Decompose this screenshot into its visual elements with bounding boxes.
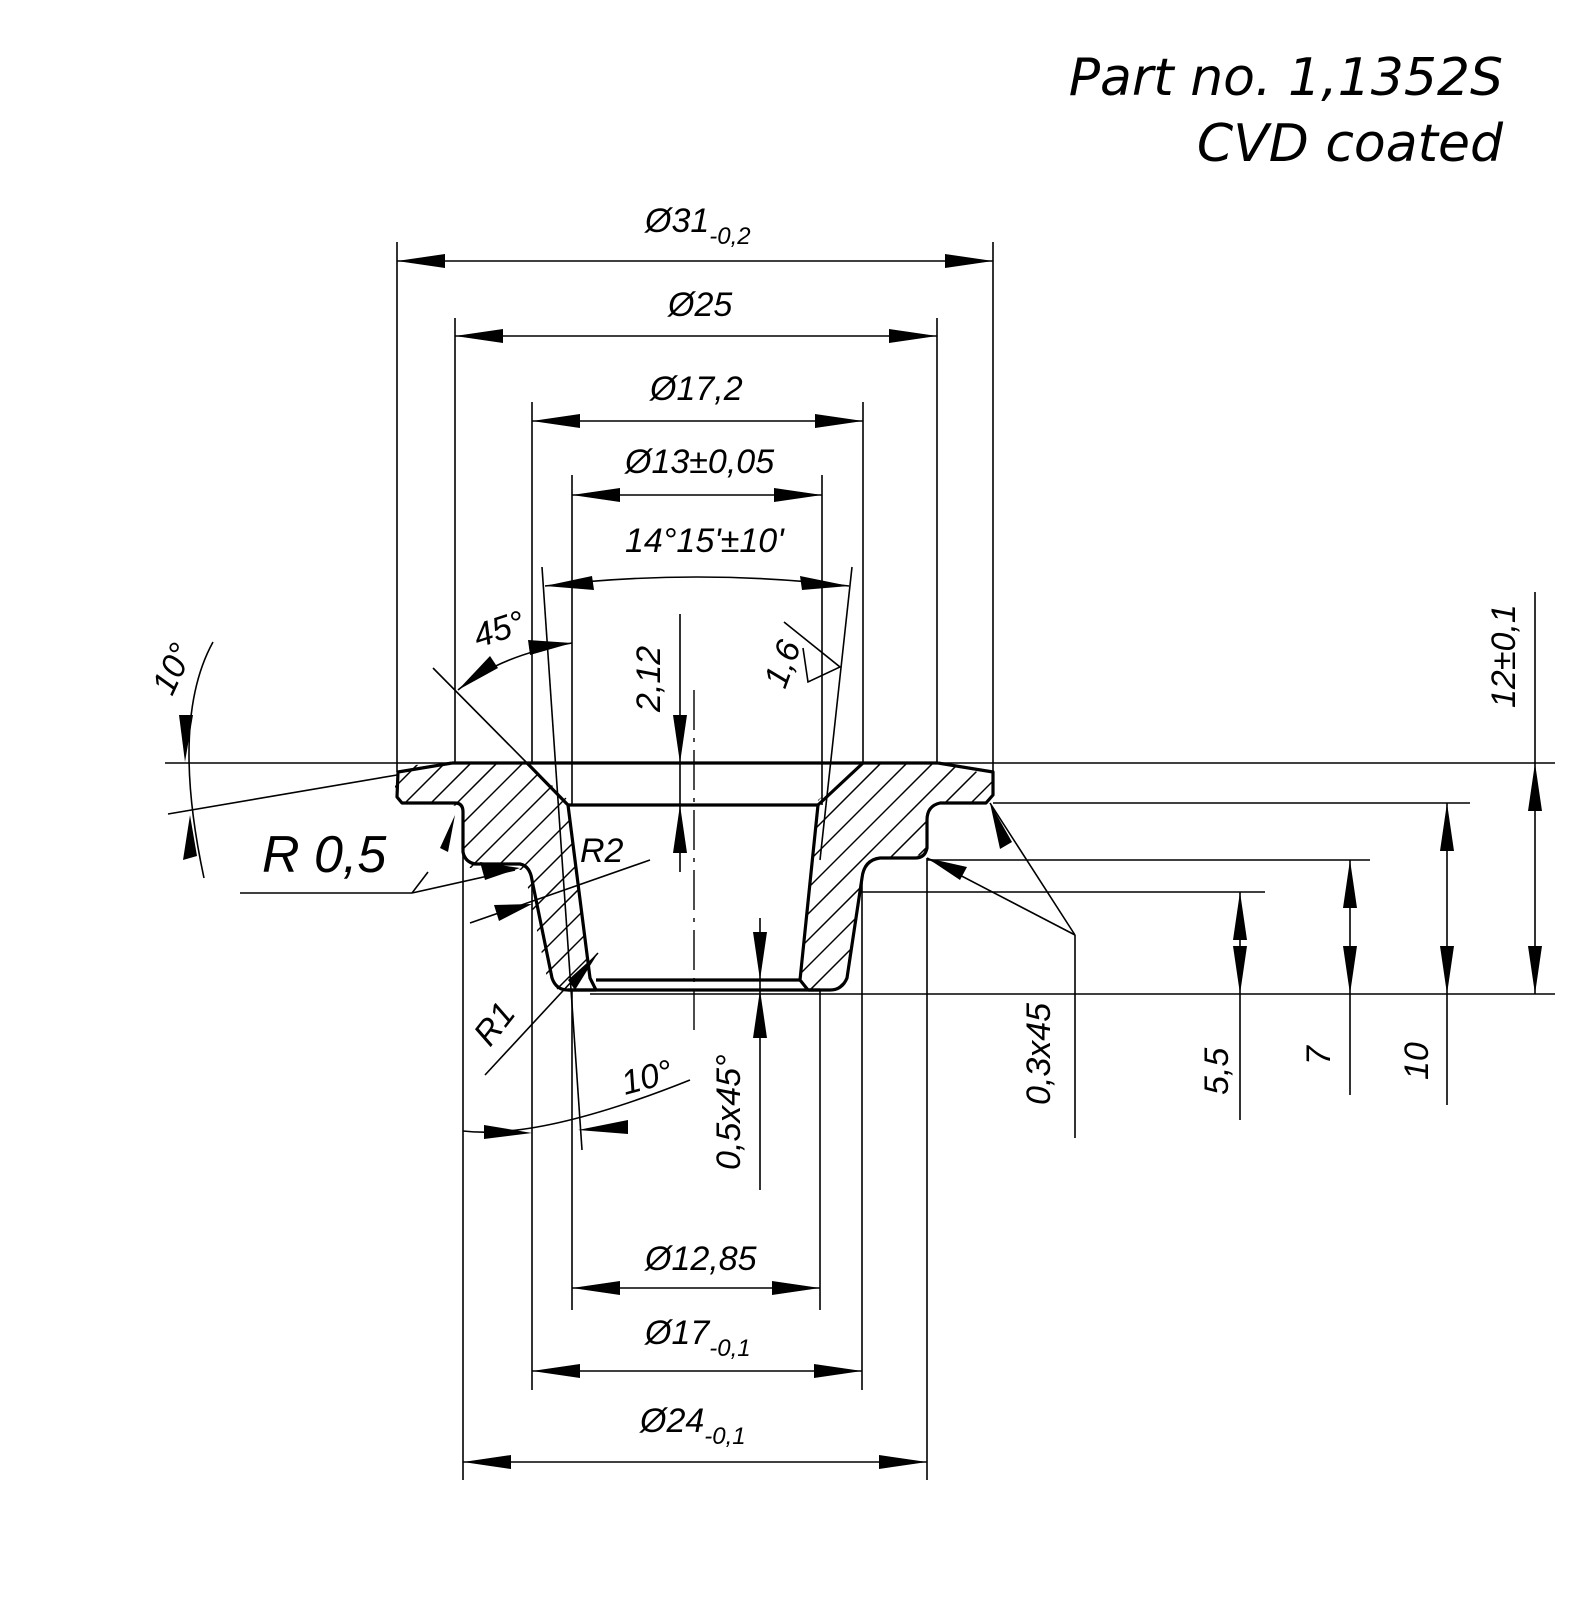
dim-h12: 12±0,1 [1485,604,1523,708]
hatch-line [1008,750,1258,1000]
hatch-line [800,762,869,990]
dim-lines-bottom [463,1281,927,1469]
dim-h10: 10 [1398,1042,1436,1080]
hatch-line [903,762,993,990]
hatch-line [395,762,459,990]
radius-2: R2 [580,832,624,870]
part-number: Part no. 1,1352S [1068,48,1503,108]
dim-d24: Ø24-0,1 [639,1402,746,1450]
hatch-line [800,762,817,990]
radius-1: R1 [466,995,523,1053]
section-hatching-right [800,750,1284,1000]
dim-d13: Ø13±0,05 [624,443,774,481]
chamfer-0-3: 0,3x45 [1020,1003,1058,1105]
hatch-line [395,762,485,990]
dim-d31: Ø31-0,2 [644,202,751,250]
hatch-line [800,762,921,990]
hatch-line [929,762,993,990]
coating-note: CVD coated [1196,114,1503,174]
hatch-line [800,762,843,990]
hatch-line [877,762,993,990]
dim-d25: Ø25 [667,286,732,324]
hatch-line [800,762,947,990]
angle-45: 45° [469,604,530,656]
dim-h7: 7 [1300,1045,1338,1065]
hatch-line [800,762,895,990]
hatch-line [441,762,590,990]
hatch-line [415,762,590,990]
dim-d12-85: Ø12,85 [644,1240,757,1278]
hatch-line [519,762,590,990]
hatch-line [1034,750,1284,1000]
dim-h5-5: 5,5 [1198,1048,1236,1095]
angle-10-bottom: 10° [617,1053,677,1103]
roughness-1-6: 1,6 [757,635,809,692]
dim-lines-height [673,592,1542,1190]
dim-angle-14: 14°15'±10' [625,522,785,560]
extension-lines [396,242,994,1480]
angle-10-top: 10° [145,638,201,701]
hatch-line [395,762,590,990]
chamfer-0-5: 0,5x45° [710,1054,748,1170]
hatch-line [981,762,993,990]
dim-d17-2: Ø17,2 [649,370,743,408]
radius-0-5: R 0,5 [262,826,387,884]
hatch-line [800,762,973,990]
hatch-line [851,762,993,990]
leader-lines [167,621,1076,1139]
depth-2-12: 2,12 [630,646,668,713]
dim-d17: Ø17-0,1 [644,1314,751,1362]
hatch-line [395,762,511,990]
dimension-labels: Ø31-0,2 Ø25 Ø17,2 Ø13±0,05 14°15'±10' Ø1… [145,202,1523,1450]
dim-lines-top [397,254,993,590]
